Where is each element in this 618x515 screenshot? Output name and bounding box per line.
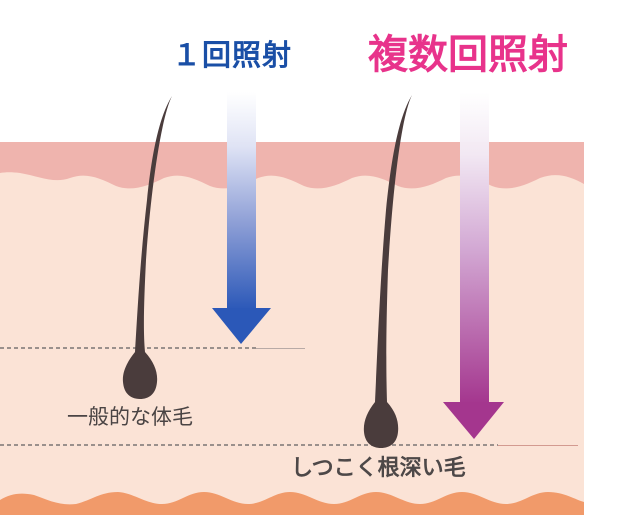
normal-hair-icon [122, 96, 172, 399]
epidermis-layer [0, 142, 584, 189]
single-irradiation-arrow-icon [212, 92, 271, 344]
multiple-irradiation-arrow-icon [443, 92, 504, 439]
single-irradiation-title: １回照射 [172, 38, 293, 72]
deep-rooted-hair-icon [363, 95, 412, 448]
deep-hair-label: しつこく根深い毛 [291, 456, 466, 481]
subcutaneous-layer [0, 492, 584, 515]
normal-hair-label: 一般的な体毛 [67, 405, 193, 429]
multiple-irradiation-title: 複数回照射 [368, 32, 568, 78]
